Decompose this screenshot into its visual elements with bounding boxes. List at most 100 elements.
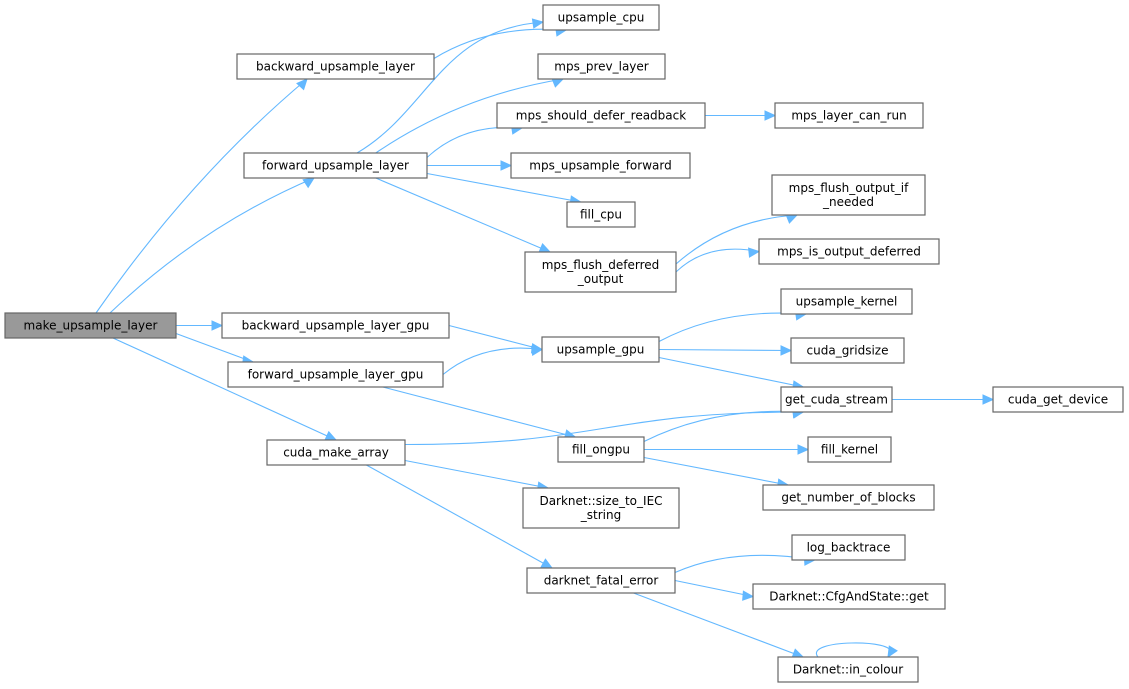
node-backward-upsample-layer-gpu[interactable]: backward_upsample_layer_gpu (221, 312, 450, 339)
node-box (771, 174, 926, 216)
node-label: mps_upsample_forward (529, 159, 671, 173)
arrowhead-icon (296, 78, 308, 91)
node-fill-kernel[interactable]: fill_kernel (807, 436, 892, 463)
edge-make-upsample-layer-to-backward-upsample-layer (95, 78, 308, 314)
arrowhead-icon (982, 394, 995, 405)
node-in-colour[interactable]: Darknet::in_colour (777, 656, 919, 683)
node-mps-should-defer-readback[interactable]: mps_should_defer_readback (496, 102, 706, 129)
node-fill-cpu[interactable]: fill_cpu (566, 201, 636, 228)
node-label: mps_should_defer_readback (516, 109, 686, 123)
node-cuda-make-array[interactable]: cuda_make_array (266, 439, 406, 466)
edge-line (674, 579, 754, 598)
node-cfg-and-state-get[interactable]: Darknet::CfgAndState::get (752, 583, 946, 610)
arrowhead-icon (500, 160, 513, 171)
node-size-to-iec-string[interactable]: Darknet::size_to_IEC_string (522, 487, 680, 529)
edge-line (404, 411, 804, 446)
node-fill-ongpu[interactable]: fill_ongpu (557, 436, 645, 463)
node-upsample-kernel[interactable]: upsample_kernel (780, 288, 913, 315)
node-box (557, 436, 645, 463)
node-box (541, 336, 660, 363)
node-mps-upsample-forward[interactable]: mps_upsample_forward (510, 152, 691, 179)
node-box (243, 152, 428, 179)
node-label: _output (577, 272, 624, 286)
arrowhead-icon (887, 645, 898, 659)
node-label: mps_flush_deferred (542, 258, 660, 272)
node-box (780, 386, 893, 413)
node-backward-upsample-layer[interactable]: backward_upsample_layer (236, 53, 435, 80)
edge-darknet-fatal-error-to-in-colour (633, 592, 805, 659)
arrowhead-icon (764, 110, 777, 121)
edge-line (366, 464, 553, 569)
edge-line (404, 459, 549, 489)
arrowhead-icon (742, 590, 755, 601)
edge-line (109, 177, 315, 314)
node-forward-upsample-layer-gpu[interactable]: forward_upsample_layer_gpu (227, 361, 444, 388)
arrowhead-icon (302, 177, 316, 189)
edge-line (658, 348, 792, 352)
node-box (236, 53, 435, 80)
nodes-layer: make_upsample_layer backward_upsample_lay… (4, 4, 1124, 683)
node-cuda-gridsize[interactable]: cuda_gridsize (790, 337, 905, 364)
edge-make-upsample-layer-to-backward-upsample-layer-gpu (175, 320, 224, 331)
node-make-upsample-layer[interactable]: make_upsample_layer (4, 312, 177, 339)
node-get-number-of-blocks[interactable]: get_number_of_blocks (762, 484, 935, 511)
edge-in-colour-to-in-colour (815, 642, 898, 659)
node-get-cuda-stream[interactable]: get_cuda_stream (780, 386, 893, 413)
node-cuda-get-device[interactable]: cuda_get_device (992, 386, 1124, 413)
edge-mps-should-defer-readback-to-mps-layer-can-run (705, 110, 777, 121)
node-box (774, 102, 924, 129)
node-forward-upsample-layer[interactable]: forward_upsample_layer (243, 152, 428, 179)
edge-line (375, 78, 564, 154)
node-box (227, 361, 444, 388)
edge-line (643, 410, 804, 442)
node-box (762, 484, 935, 511)
edge-make-upsample-layer-to-cuda-make-array (112, 337, 338, 441)
node-label: mps_is_output_deferred (777, 245, 921, 259)
node-upsample-cpu[interactable]: upsample_cpu (542, 4, 660, 31)
arrowhead-icon (797, 444, 810, 455)
edge-line (426, 126, 523, 158)
edge-forward-upsample-layer-to-upsample-cpu (356, 18, 545, 154)
node-box (537, 53, 666, 80)
edge-line (112, 337, 337, 441)
edge-line (375, 177, 551, 253)
edge-line (643, 456, 789, 486)
node-label: get_cuda_stream (785, 393, 888, 407)
node-box (758, 238, 940, 265)
node-upsample-gpu[interactable]: upsample_gpu (541, 336, 660, 363)
node-mps-flush-output-if-needed[interactable]: mps_flush_output_if_needed (771, 174, 926, 216)
node-label: mps_prev_layer (554, 60, 649, 74)
node-mps-layer-can-run[interactable]: mps_layer_can_run (774, 102, 924, 129)
node-box (510, 152, 691, 179)
node-label: cuda_make_array (283, 446, 389, 460)
node-label: backward_upsample_layer_gpu (242, 319, 430, 333)
node-label: upsample_cpu (558, 11, 645, 25)
node-darknet-fatal-error[interactable]: darknet_fatal_error (526, 567, 676, 594)
edge-line (675, 214, 798, 265)
node-box (221, 312, 450, 339)
node-mps-prev-layer[interactable]: mps_prev_layer (537, 53, 666, 80)
arrowhead-icon (530, 345, 544, 357)
edge-line (675, 248, 760, 273)
node-label: log_backtrace (807, 541, 891, 555)
edge-fill-ongpu-to-get-number-of-blocks (643, 456, 790, 489)
node-label: fill_cpu (580, 208, 622, 222)
node-box (524, 251, 677, 293)
node-label: cuda_get_device (1008, 393, 1108, 407)
edge-line (815, 642, 891, 658)
node-label: _string (580, 508, 621, 522)
edge-forward-upsample-layer-gpu-to-fill-ongpu (382, 386, 577, 440)
node-log-backtrace[interactable]: log_backtrace (791, 534, 906, 561)
edge-upsample-gpu-to-get-cuda-stream (658, 356, 805, 391)
node-box (791, 534, 906, 561)
node-label: darknet_fatal_error (544, 574, 659, 588)
arrowhead-icon (551, 77, 565, 88)
node-mps-flush-deferred-output[interactable]: mps_flush_deferred_output (524, 251, 677, 293)
node-mps-is-output-deferred[interactable]: mps_is_output_deferred (758, 238, 940, 265)
edge-forward-upsample-layer-to-mps-should-defer-readback (426, 124, 524, 158)
arrowhead-icon (785, 214, 799, 224)
edge-line (658, 312, 807, 342)
node-label: get_number_of_blocks (781, 491, 915, 505)
edge-forward-upsample-layer-to-mps-flush-deferred-output (375, 177, 552, 253)
